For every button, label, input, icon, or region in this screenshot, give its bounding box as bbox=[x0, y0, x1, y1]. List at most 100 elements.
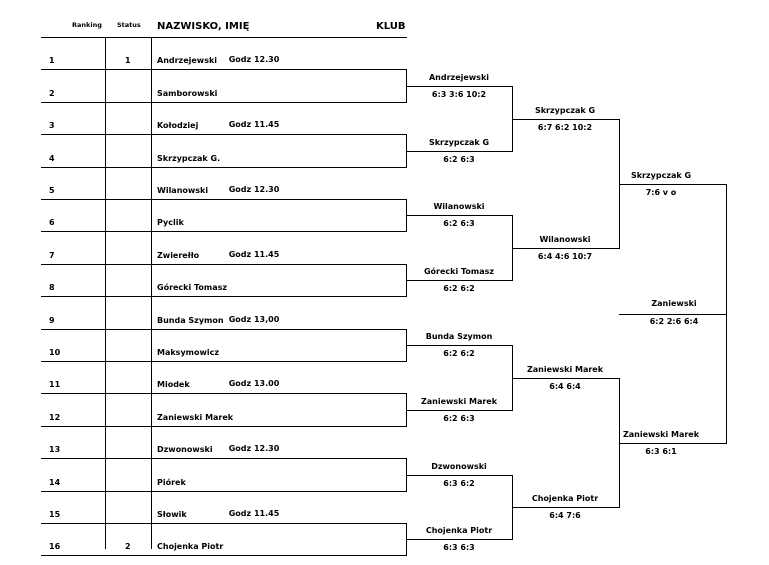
player-name: Zaniewski Marek bbox=[157, 413, 234, 422]
bracket-line bbox=[406, 151, 513, 152]
ranking-cell: 16 bbox=[49, 542, 61, 551]
ranking-cell: 6 bbox=[49, 218, 55, 227]
ranking-cell: 2 bbox=[49, 89, 55, 98]
player-name: Piórek bbox=[157, 478, 186, 487]
bracket-line bbox=[406, 475, 513, 476]
round3-winner: Zaniewski Marek bbox=[526, 365, 604, 374]
match-time: Godz 12.30 bbox=[228, 444, 280, 453]
ranking-cell: 3 bbox=[49, 121, 55, 130]
round4-winner: Zaniewski Marek bbox=[622, 430, 700, 439]
player-name: Andrzejewski bbox=[157, 56, 218, 65]
row-line bbox=[41, 458, 407, 459]
row-line bbox=[41, 555, 407, 556]
final-winner: Zaniewski bbox=[651, 299, 697, 308]
round2-score: 6:2 6:3 bbox=[443, 155, 475, 164]
bracket-line bbox=[406, 539, 513, 540]
round2-score: 6:3 6:3 bbox=[443, 543, 475, 552]
player-name: Pyclik bbox=[157, 218, 184, 227]
row-line bbox=[41, 102, 407, 103]
bracket-line bbox=[619, 184, 727, 185]
bracket-line bbox=[512, 119, 620, 120]
ranking-cell: 1 bbox=[49, 56, 55, 65]
bracket-line bbox=[406, 410, 513, 411]
column-divider bbox=[105, 37, 106, 549]
row-line bbox=[41, 134, 407, 135]
row-line bbox=[41, 231, 407, 232]
ranking-cell: 14 bbox=[49, 478, 61, 487]
round2-score: 6:2 6:2 bbox=[443, 349, 475, 358]
match-time: Godz 11.45 bbox=[228, 250, 280, 259]
round3-score: 6:4 6:4 bbox=[549, 382, 581, 391]
bracket-line bbox=[512, 378, 620, 379]
player-name: Słowik bbox=[157, 510, 187, 519]
round2-winner: Skrzypczak G bbox=[428, 138, 490, 147]
ranking-cell: 5 bbox=[49, 186, 55, 195]
row-line bbox=[41, 69, 407, 70]
player-name: Maksymowicz bbox=[157, 348, 220, 357]
bracket-line bbox=[512, 507, 620, 508]
row-line bbox=[41, 264, 407, 265]
player-name: Wilanowski bbox=[157, 186, 209, 195]
ranking-cell: 4 bbox=[49, 154, 55, 163]
bracket-line bbox=[406, 280, 513, 281]
status-header: Status bbox=[117, 21, 141, 29]
ranking-cell: 7 bbox=[49, 251, 55, 260]
row-line bbox=[41, 426, 407, 427]
round2-score: 6:2 6:3 bbox=[443, 219, 475, 228]
round3-score: 6:4 7:6 bbox=[549, 511, 581, 520]
row-line bbox=[41, 296, 407, 297]
final-line bbox=[619, 314, 727, 315]
round3-winner: Skrzypczak G bbox=[534, 106, 596, 115]
ranking-cell: 11 bbox=[49, 380, 61, 389]
final-score: 6:2 2:6 6:4 bbox=[649, 317, 699, 326]
match-time: Godz 11.45 bbox=[228, 120, 280, 129]
match-time: Godz 11.45 bbox=[228, 509, 280, 518]
round2-score: 6:2 6:3 bbox=[443, 414, 475, 423]
player-name: Zwierełło bbox=[157, 251, 200, 260]
row-line bbox=[41, 523, 407, 524]
bracket-line bbox=[619, 443, 727, 444]
player-name: Samborowski bbox=[157, 89, 218, 98]
bracket-line bbox=[512, 248, 620, 249]
round3-score: 6:7 6:2 10:2 bbox=[537, 123, 593, 132]
round2-winner: Górecki Tomasz bbox=[423, 267, 495, 276]
ranking-cell: 9 bbox=[49, 316, 55, 325]
round2-winner: Wilanowski bbox=[433, 202, 485, 211]
row-line bbox=[41, 167, 407, 168]
row-line bbox=[41, 329, 407, 330]
row-line bbox=[41, 393, 407, 394]
row-line bbox=[41, 199, 407, 200]
match-time: Godz 12.30 bbox=[228, 55, 280, 64]
player-name: Bunda Szymon bbox=[157, 316, 224, 325]
round2-winner: Zaniewski Marek bbox=[420, 397, 498, 406]
round4-score: 6:3 6:1 bbox=[645, 447, 677, 456]
round2-winner: Chojenka Piotr bbox=[425, 526, 493, 535]
match-time: Godz 13.00 bbox=[228, 379, 280, 388]
match-time: Godz 12.30 bbox=[228, 185, 280, 194]
ranking-cell: 15 bbox=[49, 510, 61, 519]
player-name: Górecki Tomasz bbox=[157, 283, 228, 292]
match-time: Godz 13,00 bbox=[228, 315, 280, 324]
row-line bbox=[41, 361, 407, 362]
column-divider bbox=[151, 37, 152, 549]
player-name: Skrzypczak G. bbox=[157, 154, 221, 163]
round2-winner: Dzwonowski bbox=[431, 462, 487, 471]
bracket-line bbox=[406, 215, 513, 216]
club-header: KLUB bbox=[376, 21, 406, 32]
round4-winner: Skrzypczak G bbox=[630, 171, 692, 180]
round2-winner: Bunda Szymon bbox=[425, 332, 493, 341]
ranking-cell: 13 bbox=[49, 445, 61, 454]
round2-score: 6:2 6:2 bbox=[443, 284, 475, 293]
round4-score: 7:6 v o bbox=[645, 188, 677, 197]
round3-score: 6:4 4:6 10:7 bbox=[537, 252, 593, 261]
bracket-line bbox=[406, 86, 513, 87]
status-cell: 2 bbox=[125, 542, 131, 551]
round3-winner: Chojenka Piotr bbox=[531, 494, 599, 503]
name-header: NAZWISKO, IMIĘ bbox=[157, 21, 250, 32]
round3-winner: Wilanowski bbox=[539, 235, 591, 244]
ranking-cell: 12 bbox=[49, 413, 61, 422]
player-name: Dzwonowski bbox=[157, 445, 213, 454]
round2-winner: Andrzejewski bbox=[428, 73, 490, 82]
bracket-line bbox=[406, 345, 513, 346]
round2-score: 6:3 3:6 10:2 bbox=[431, 90, 487, 99]
